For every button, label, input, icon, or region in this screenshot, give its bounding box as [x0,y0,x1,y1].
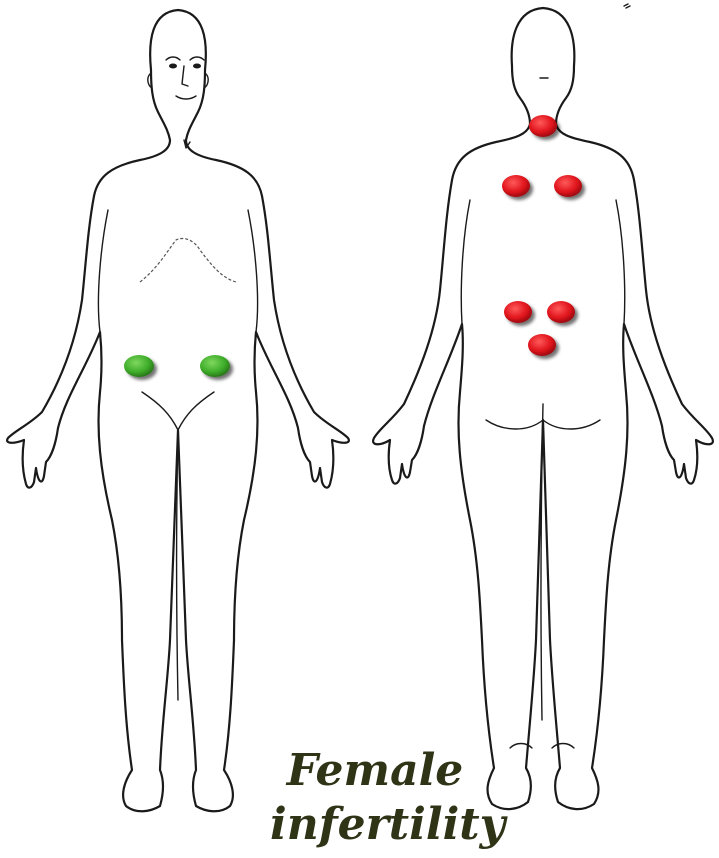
front-body-figure [7,10,349,811]
front-point-left-groin [124,355,154,377]
corner-mark-icon [624,4,630,8]
back-point-lower-right [547,301,575,323]
back-point-sacral [528,334,556,356]
back-point-neck [529,115,557,137]
front-point-right-groin [200,355,230,377]
back-point-lower-left [504,301,532,323]
back-point-upper-right [554,175,582,197]
caption-line-1: Female [270,746,480,796]
caption-line-2: infertility [270,800,480,850]
back-point-upper-left [502,175,530,197]
